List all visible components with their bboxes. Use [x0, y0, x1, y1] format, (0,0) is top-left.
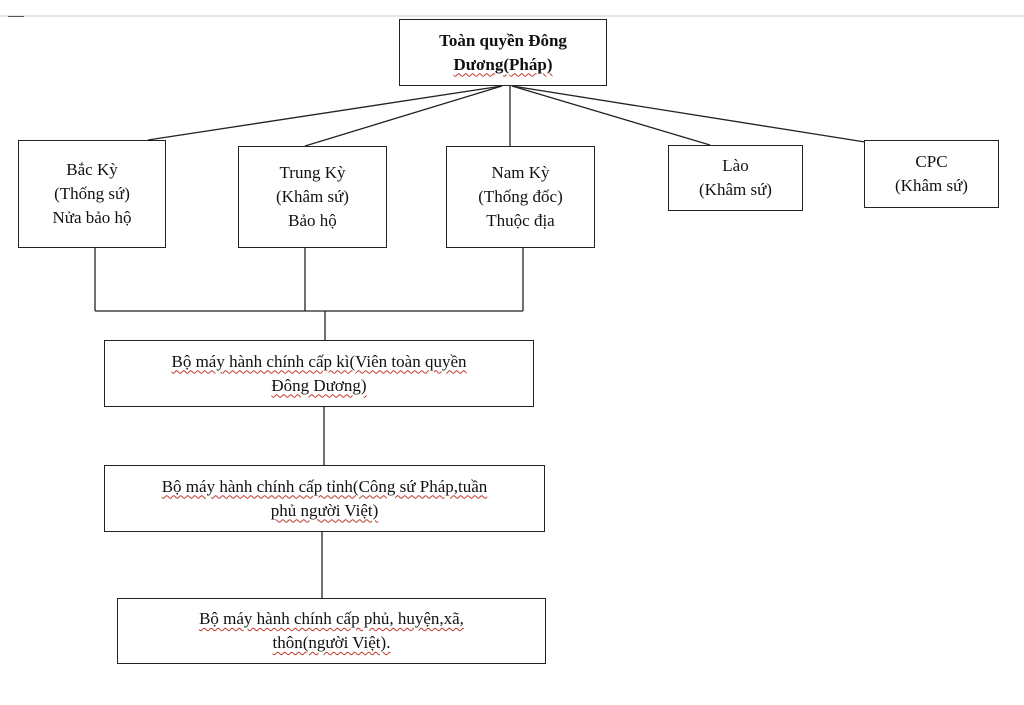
region-bac-ky-name: Bắc Kỳ: [66, 160, 118, 179]
level-cap-phu-line-1: Bộ máy hành chính cấp phủ, huyện,xã,: [199, 609, 464, 628]
region-trung-ky-status: Bảo hộ: [288, 211, 337, 230]
top-rule: [0, 15, 1024, 17]
level-cap-ky-line-1: Bộ máy hành chính cấp kì(Viên toàn quyền: [171, 351, 467, 371]
level-box-cap-ky: Bộ máy hành chính cấp kì(Viên toàn quyền…: [104, 340, 534, 407]
region-box-cpc: CPC (Khâm sứ): [864, 140, 999, 208]
region-cpc-official: (Khâm sứ): [895, 176, 968, 195]
root-line-2: Dương(Pháp): [453, 54, 553, 74]
level-cap-tinh-line-1: Bộ máy hành chính cấp tỉnh(Công sứ Pháp,…: [161, 476, 488, 496]
connector-root-cpc: [511, 85, 866, 143]
connector-root-trung-ky: [304, 85, 503, 147]
level-cap-phu-line-2: thôn(người Việt).: [272, 633, 391, 652]
corner-dash: [8, 16, 24, 17]
region-trung-ky-name: Trung Kỳ: [279, 163, 346, 182]
root-line-1: Toàn quyền Đông: [439, 30, 567, 50]
connector-root-lao: [511, 85, 711, 146]
region-lao-official: (Khâm sứ): [699, 180, 772, 199]
region-box-trung-ky: Trung Kỳ (Khâm sứ) Bảo hộ: [238, 146, 387, 248]
region-nam-ky-official: (Thống đốc): [478, 187, 563, 206]
region-nam-ky-status: Thuộc địa: [486, 211, 555, 230]
region-cpc-name: CPC: [915, 152, 948, 171]
region-bac-ky-official: (Thống sứ): [54, 184, 130, 203]
region-nam-ky-name: Nam Kỳ: [491, 163, 550, 182]
region-trung-ky-official: (Khâm sứ): [276, 187, 349, 206]
region-box-nam-ky: Nam Kỳ (Thống đốc) Thuộc địa: [446, 146, 595, 248]
root-box-toan-quyen: Toàn quyền Đông Dương(Pháp): [399, 19, 607, 86]
region-lao-name: Lào: [722, 156, 749, 175]
region-box-bac-ky: Bắc Kỳ (Thống sứ) Nửa bảo hộ: [18, 140, 166, 248]
region-box-lao: Lào (Khâm sứ): [668, 145, 803, 211]
connector-root-bac-ky: [147, 85, 503, 141]
level-cap-tinh-line-2: phủ người Việt): [270, 500, 379, 520]
level-box-cap-phu: Bộ máy hành chính cấp phủ, huyện,xã, thô…: [117, 598, 546, 664]
level-box-cap-tinh: Bộ máy hành chính cấp tỉnh(Công sứ Pháp,…: [104, 465, 545, 532]
level-cap-ky-line-2: Đông Dương): [271, 375, 367, 395]
region-bac-ky-status: Nửa bảo hộ: [52, 208, 132, 227]
